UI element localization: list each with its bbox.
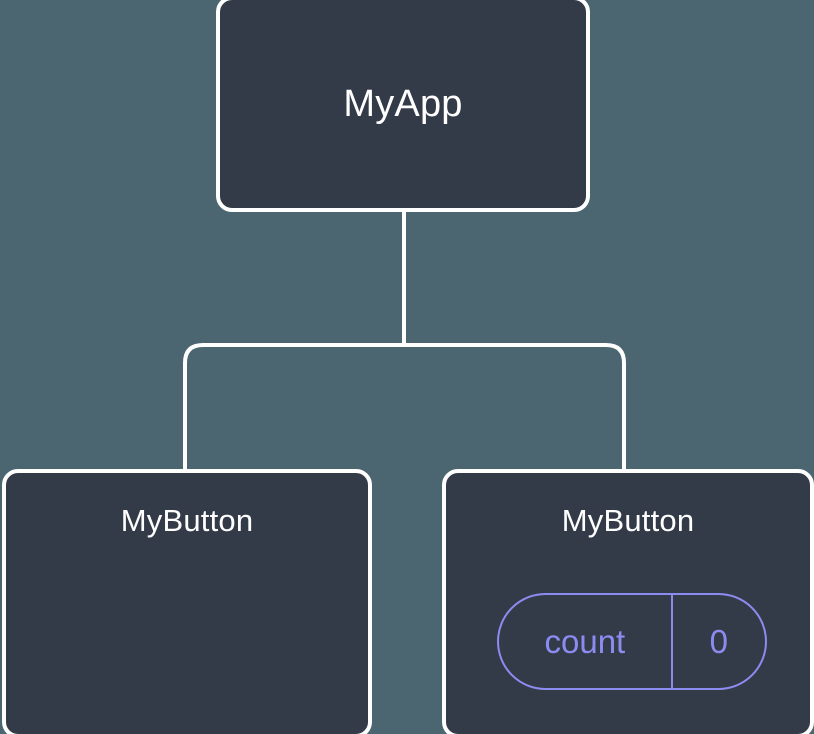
tree-node-title: MyApp xyxy=(343,83,463,125)
tree-node-title: MyButton xyxy=(561,503,695,538)
state-pill-divider xyxy=(670,595,673,688)
state-pill-wrap: count 0 xyxy=(497,593,767,690)
state-pill-key: count xyxy=(544,622,626,660)
state-pill-value: 0 xyxy=(709,622,729,660)
tree-node-mybutton-right[interactable]: MyButton count 0 xyxy=(442,469,814,734)
tree-node-title: MyButton xyxy=(120,503,254,538)
connector-branch-bus xyxy=(183,343,626,469)
tree-node-mybutton-left[interactable]: MyButton count 1 xyxy=(2,469,372,734)
tree-node-myapp[interactable]: MyApp xyxy=(216,0,590,212)
state-pill[interactable]: count 0 xyxy=(497,593,767,690)
